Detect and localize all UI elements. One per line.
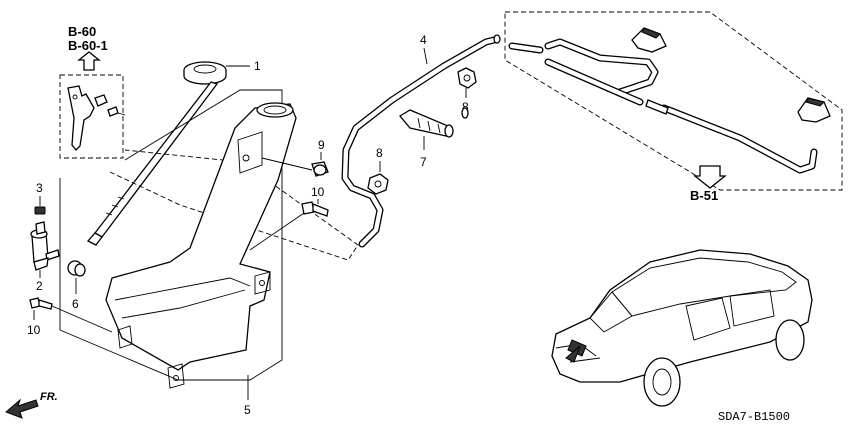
bolt-left: 10 bbox=[27, 297, 113, 337]
ref-b51-label[interactable]: B-51 bbox=[690, 188, 718, 203]
callout-2[interactable]: 2 bbox=[36, 279, 43, 293]
bracket-hole bbox=[72, 94, 78, 100]
car-wheel-front bbox=[643, 357, 681, 407]
car-roof bbox=[611, 257, 797, 317]
pump-seal: 3 bbox=[34, 181, 46, 215]
bolt-shank bbox=[312, 203, 329, 217]
filler-cap-rim bbox=[183, 70, 227, 85]
bracket-dashed-frame bbox=[59, 74, 124, 159]
seal-part bbox=[34, 206, 46, 215]
bolt-head bbox=[301, 201, 315, 215]
down-arrow-icon bbox=[693, 165, 727, 189]
car-windshield bbox=[589, 291, 633, 333]
callout-1[interactable]: 1 bbox=[254, 59, 261, 73]
front-direction-indicator: FR. bbox=[5, 391, 58, 419]
bracket-bolt bbox=[107, 106, 119, 117]
car-wheel-rear bbox=[775, 319, 805, 361]
pump-connector bbox=[35, 221, 46, 235]
callout-7[interactable]: 7 bbox=[420, 155, 427, 169]
callout-3[interactable]: 3 bbox=[36, 181, 43, 195]
connector-body bbox=[399, 109, 449, 137]
mounting-bracket bbox=[67, 85, 95, 151]
hose-connector: 7 bbox=[399, 107, 469, 169]
callout-4[interactable]: 4 bbox=[420, 33, 427, 47]
callout-10-left[interactable]: 10 bbox=[27, 323, 41, 337]
tank-lower-tab bbox=[117, 325, 133, 349]
callout-6[interactable]: 6 bbox=[72, 297, 79, 311]
tank-mount-tab bbox=[237, 131, 263, 174]
mount-nut: 9 bbox=[261, 138, 329, 177]
bracket-box: B-60 B-60-1 bbox=[59, 24, 126, 159]
bolt-shank bbox=[38, 299, 53, 310]
diagram-code: SDA7-B1500 bbox=[718, 410, 790, 424]
clip-part bbox=[457, 67, 477, 89]
nozzle-box: B-51 bbox=[504, 11, 843, 203]
tank-filler-neck bbox=[256, 102, 294, 118]
bracket-clip bbox=[94, 94, 108, 107]
front-arrow-icon bbox=[5, 398, 39, 419]
callout-9[interactable]: 9 bbox=[318, 138, 325, 152]
bolt-middle: 10 bbox=[249, 185, 329, 251]
nozzle-dashed-frame bbox=[504, 11, 843, 191]
washer-hose: 4 bbox=[341, 33, 501, 248]
up-arrow-icon bbox=[77, 51, 101, 71]
car-body bbox=[551, 249, 813, 383]
hose-clip-upper: 8 bbox=[457, 67, 477, 114]
washer-tank bbox=[105, 103, 297, 371]
tank-foot bbox=[167, 363, 185, 389]
hose-clip-lower: 8 bbox=[367, 146, 389, 195]
filler-neck-end bbox=[86, 232, 103, 246]
grommet: 6 bbox=[67, 260, 86, 311]
callout-10-mid[interactable]: 10 bbox=[311, 185, 325, 199]
location-arrow-icon bbox=[565, 345, 581, 363]
callout-8-lower[interactable]: 8 bbox=[376, 146, 383, 160]
car-illustration bbox=[551, 249, 813, 407]
callout-5[interactable]: 5 bbox=[244, 403, 251, 417]
washer-pump: 2 bbox=[30, 221, 60, 293]
filler-neck-tube bbox=[94, 81, 219, 238]
ref-b60-label[interactable]: B-60 bbox=[68, 24, 96, 39]
callout-8-upper[interactable]: 8 bbox=[462, 100, 469, 114]
tube-joint bbox=[645, 99, 669, 115]
reservoir-assembly: 5 bbox=[59, 89, 359, 417]
clip-part bbox=[367, 173, 389, 195]
ref-b60-1-label[interactable]: B-60-1 bbox=[68, 38, 108, 53]
front-label: FR. bbox=[40, 391, 58, 403]
